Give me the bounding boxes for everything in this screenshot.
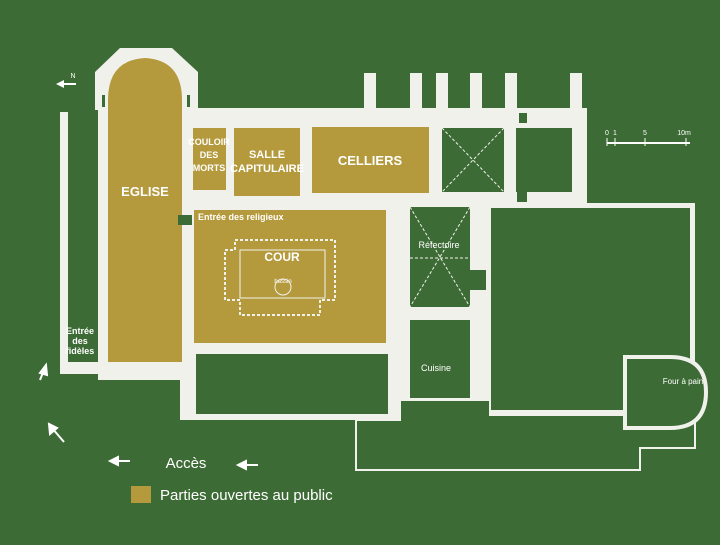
salle-room [234, 128, 300, 196]
legend-swatch [131, 486, 151, 503]
four-a-pain-shape [623, 355, 709, 430]
access-arrow-icon [38, 362, 49, 381]
scale-tick-0: 0 [605, 130, 609, 137]
cour-room [194, 210, 386, 343]
entree-religieux-label: Entrée des religieux [198, 212, 284, 222]
entree-fideles-line2: des [72, 336, 88, 346]
scale-tick-1: 1 [613, 130, 617, 137]
eglise-label: EGLISE [121, 184, 169, 199]
access-arrows [38, 362, 258, 471]
north-arrow-icon: N [56, 73, 76, 88]
salle-label-line1: SALLE [249, 149, 285, 161]
wall-details [102, 95, 527, 290]
legend: Parties ouvertes au public [131, 486, 333, 504]
scale-bar: 0 1 5 10m [605, 130, 691, 146]
couloir-label-line3: MORTS [193, 163, 226, 173]
celliers-room [312, 127, 429, 193]
access-label: Accès [166, 455, 207, 472]
access-arrow-icon [107, 455, 130, 467]
access-arrow-icon [235, 459, 258, 471]
couloir-label-line1: COULOIR [188, 137, 230, 147]
four-label: Four à pain [663, 377, 703, 386]
entree-fideles-line1: Entrée [66, 326, 94, 336]
salle-label-line2: CAPITULAIRE [230, 163, 304, 175]
entree-fideles-line3: fidèles [66, 346, 95, 356]
north-label: N [70, 73, 75, 80]
bassin-label: bassin [274, 279, 291, 285]
scale-tick-5: 5 [643, 130, 647, 137]
public-rooms [108, 58, 429, 362]
celliers-label: CELLIERS [338, 153, 403, 168]
couloir-label-line2: DES [200, 150, 219, 160]
legend-label: Parties ouvertes au public [160, 487, 333, 504]
cour-label: COUR [264, 250, 300, 264]
eglise-room [108, 58, 182, 362]
cuisine-label: Cuisine [421, 363, 451, 373]
scale-tick-10: 10m [677, 130, 691, 137]
east-garden [355, 208, 709, 471]
cloister-ring [224, 239, 336, 316]
vault-lines [409, 127, 505, 308]
refectoire-label: Réfectoire [418, 240, 459, 250]
couloir-room [193, 128, 226, 190]
access-arrow-icon [47, 422, 65, 443]
